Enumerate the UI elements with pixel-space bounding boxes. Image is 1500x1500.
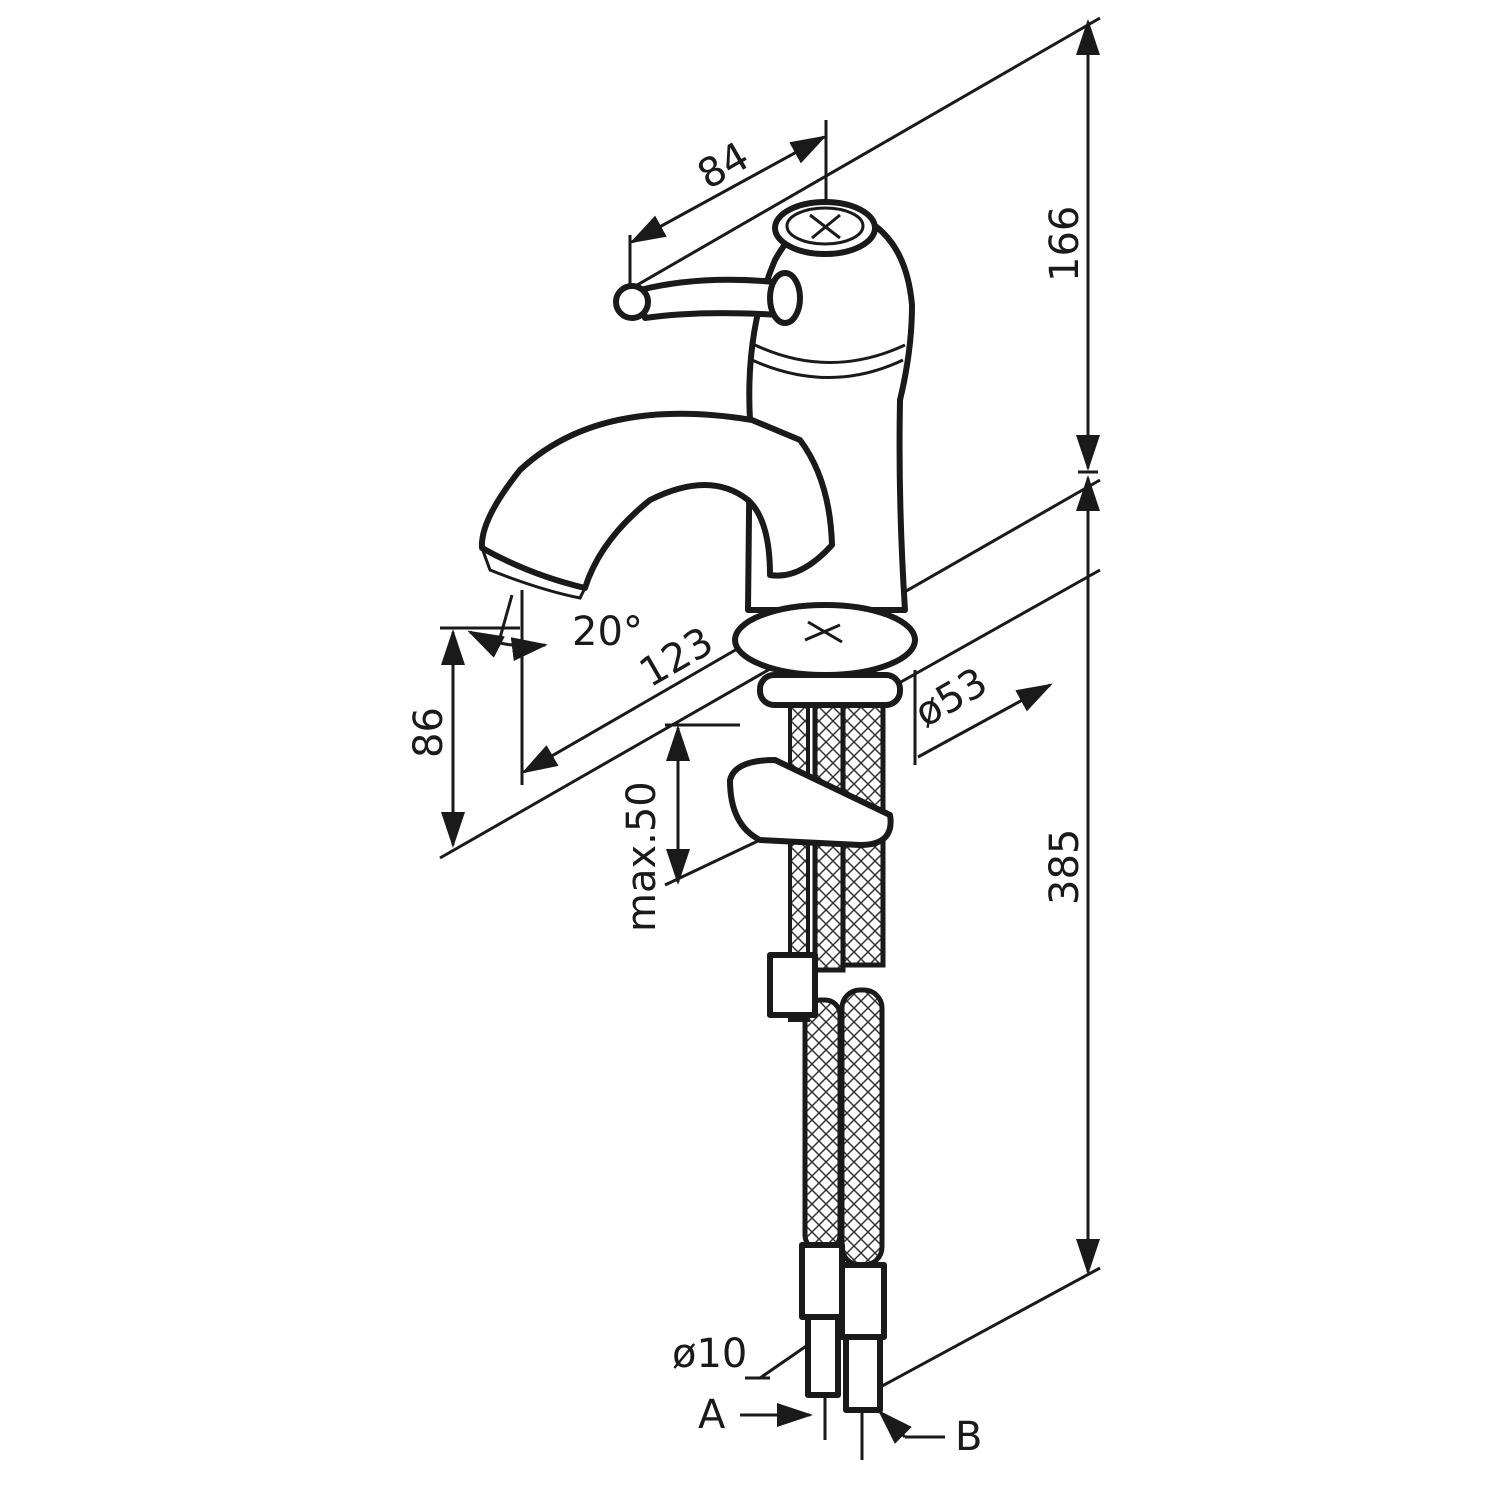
dim-166: 166 [1042,206,1088,282]
dim-86: 86 [406,707,452,758]
dim-20-deg: 20° [572,609,643,655]
faucet-body [478,199,918,678]
cross-mark-icon [809,213,841,240]
dim-hose-diameter: ø10 [672,1331,747,1377]
connection-b: B [955,1414,982,1460]
lever-handle [637,276,783,321]
dim-max-50: max.50 [619,781,665,932]
connection-a: A [698,1392,726,1438]
dimension-lines [439,16,1101,1444]
mounting-hardware [727,672,903,1022]
dim-84: 84 [690,133,757,198]
spout [478,410,835,591]
dim-385: 385 [1042,829,1088,905]
